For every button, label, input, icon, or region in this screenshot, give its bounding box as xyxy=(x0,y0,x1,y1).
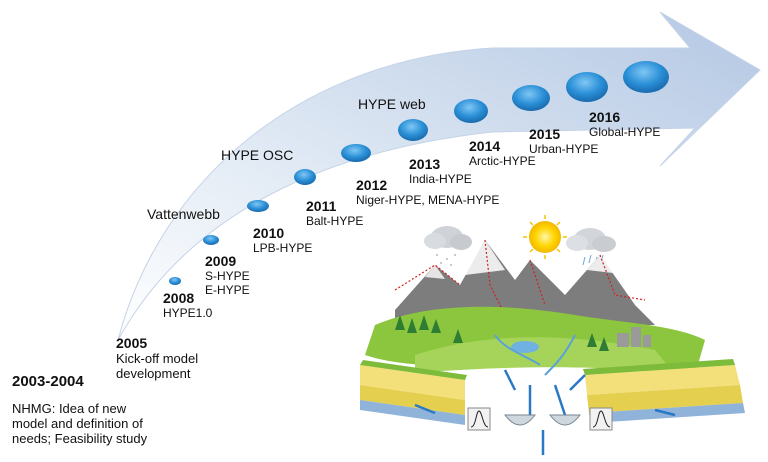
disc-2013 xyxy=(398,119,428,141)
milestone-year: 2014 xyxy=(469,138,501,154)
milestone-desc: Global-HYPE xyxy=(589,125,661,139)
milestone-desc: Kick-off model development xyxy=(116,351,199,381)
milestone-2015: 2015 Urban-HYPE xyxy=(529,126,599,157)
milestone-desc: LPB-HYPE xyxy=(253,241,313,255)
milestone-2013: 2013 India-HYPE xyxy=(409,156,472,187)
milestone-desc: Balt-HYPE xyxy=(306,214,364,228)
milestone-desc: India-HYPE xyxy=(409,172,472,186)
milestone-year: 2005 xyxy=(116,335,148,351)
milestone-2009: 2009 S-HYPE E-HYPE xyxy=(205,253,250,298)
milestone-year: 2013 xyxy=(409,156,441,172)
milestone-year: 2015 xyxy=(529,126,561,142)
milestone-2016: 2016 Global-HYPE xyxy=(589,109,661,140)
milestone-2008: 2008 HYPE1.0 xyxy=(163,290,213,321)
milestone-year: 2009 xyxy=(205,253,237,269)
milestone-2003-2004: 2003-2004 NHMG: Idea of new model and de… xyxy=(12,374,147,446)
milestone-2014: 2014 Arctic-HYPE xyxy=(469,138,536,169)
disc-2010 xyxy=(247,200,269,212)
cloud-left-icon xyxy=(424,226,472,266)
annotation-hype-osc: HYPE OSC xyxy=(221,147,294,163)
milestone-year: 2003-2004 xyxy=(12,373,84,390)
timeline-discs xyxy=(169,61,669,285)
milestone-desc: S-HYPE E-HYPE xyxy=(205,269,250,297)
milestone-2012: 2012 Niger-HYPE, MENA-HYPE xyxy=(356,177,500,208)
soil-profile-left xyxy=(360,360,467,425)
disc-2012 xyxy=(341,144,371,162)
hydrograph-icons xyxy=(467,407,613,431)
reservoir-icons xyxy=(503,414,582,426)
milestone-year: 2010 xyxy=(253,225,285,241)
disc-2008 xyxy=(169,277,181,285)
hydrology-landscape-illustration xyxy=(360,215,745,455)
milestone-desc: Arctic-HYPE xyxy=(469,154,536,168)
milestone-desc: Urban-HYPE xyxy=(529,142,599,156)
annotation-hype-web: HYPE web xyxy=(358,96,426,112)
milestone-2005: 2005 Kick-off model development xyxy=(116,335,199,382)
disc-2011 xyxy=(294,169,316,185)
annotation-vattenwebb: Vattenwebb xyxy=(147,206,220,222)
disc-2015 xyxy=(512,85,550,111)
milestone-year: 2012 xyxy=(356,177,388,193)
milestone-2010: 2010 LPB-HYPE xyxy=(253,225,313,256)
disc-2009 xyxy=(203,235,219,245)
milestone-year: 2016 xyxy=(589,109,621,125)
milestone-desc: NHMG: Idea of new model and definition o… xyxy=(12,401,148,446)
disc-2016 xyxy=(566,72,608,102)
milestone-2011: 2011 Balt-HYPE xyxy=(306,198,364,229)
disc-extra xyxy=(623,61,669,93)
milestone-year: 2008 xyxy=(163,290,195,306)
milestone-year: 2011 xyxy=(306,198,337,214)
milestone-desc: Niger-HYPE, MENA-HYPE xyxy=(356,193,500,207)
cloud-right-icon xyxy=(566,228,616,266)
disc-2014 xyxy=(454,99,488,123)
sun-icon xyxy=(523,215,567,259)
milestone-desc: HYPE1.0 xyxy=(163,306,213,320)
